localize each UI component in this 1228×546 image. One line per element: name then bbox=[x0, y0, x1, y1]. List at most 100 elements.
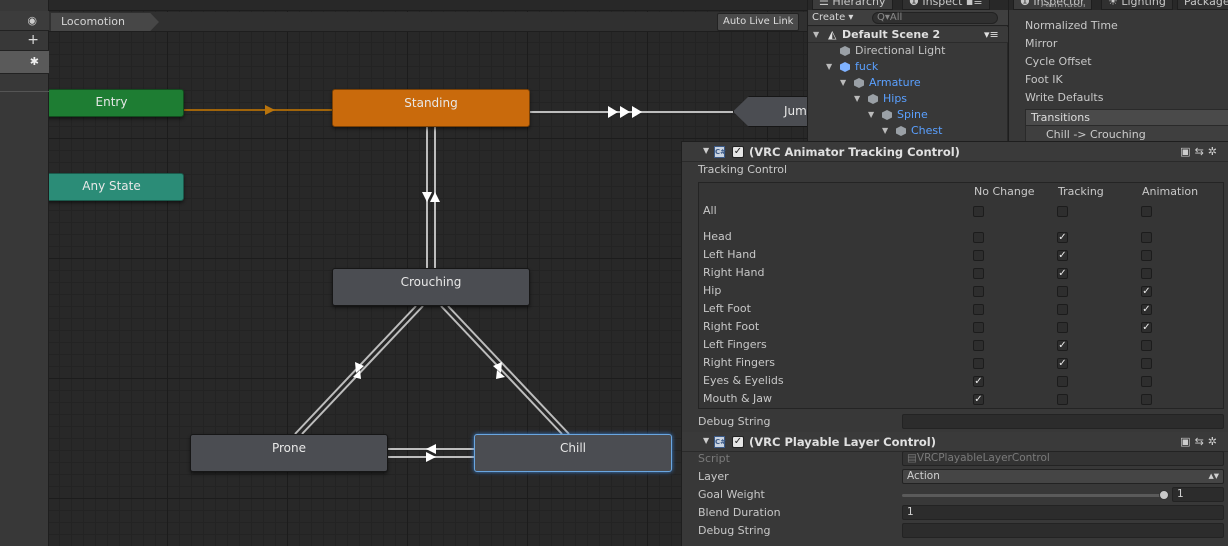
animation-checkbox[interactable]: ✓ bbox=[1141, 304, 1152, 315]
transitions-header: Transitions bbox=[1025, 109, 1228, 126]
hierarchy-panel: ☰ Hierarchy ❶ Inspect ▪≡ Create ▾ Q▾All … bbox=[807, 0, 1008, 141]
hierarchy-item[interactable]: ▼ fuck bbox=[808, 59, 1008, 75]
breadcrumb[interactable]: Locomotion bbox=[51, 13, 159, 31]
no-change-checkbox[interactable] bbox=[973, 286, 984, 297]
no-change-checkbox[interactable] bbox=[973, 232, 984, 243]
tab-inspector[interactable]: ❶ Inspector bbox=[1013, 0, 1092, 10]
hierarchy-tabbar: ☰ Hierarchy ❶ Inspect ▪≡ bbox=[808, 0, 1007, 10]
all-no-change-checkbox[interactable] bbox=[973, 206, 984, 217]
tab-hierarchy[interactable]: ☰ Hierarchy bbox=[812, 0, 893, 10]
animation-checkbox[interactable]: ✓ bbox=[1141, 286, 1152, 297]
expand-arrow-icon[interactable]: ▼ bbox=[854, 94, 861, 103]
state-label: Any State bbox=[82, 179, 141, 193]
hierarchy-item[interactable]: ▼ Hips bbox=[808, 91, 1008, 107]
goal-weight-field[interactable]: 1 bbox=[1172, 487, 1224, 502]
no-change-checkbox[interactable] bbox=[973, 268, 984, 279]
gear-icon[interactable]: ✱ bbox=[0, 50, 49, 74]
state-any-state[interactable]: Any State bbox=[49, 173, 184, 201]
tracking-checkbox[interactable] bbox=[1057, 322, 1068, 333]
property-foot-ik: Foot IK bbox=[1025, 73, 1063, 86]
debug-string-field[interactable] bbox=[902, 414, 1224, 429]
layer-dropdown[interactable]: Action▴▾ bbox=[902, 469, 1224, 484]
collapse-arrow-icon[interactable]: ▼ bbox=[703, 146, 710, 155]
no-change-checkbox[interactable] bbox=[973, 322, 984, 333]
breadcrumb-bar: Locomotion Auto Live Link bbox=[49, 12, 807, 32]
expand-arrow-icon[interactable]: ▼ bbox=[813, 30, 820, 39]
search-input[interactable]: Q▾All bbox=[872, 12, 998, 24]
component-enabled-checkbox[interactable]: ✓ bbox=[732, 436, 744, 448]
component-header-tracking[interactable]: ▼ C# ✓ (VRC Animator Tracking Control) ▣… bbox=[682, 142, 1228, 162]
no-change-checkbox[interactable] bbox=[973, 358, 984, 369]
no-change-checkbox[interactable]: ✓ bbox=[973, 394, 984, 405]
state-chill[interactable]: Chill bbox=[474, 434, 672, 472]
state-jump[interactable]: Jum bbox=[733, 96, 807, 127]
state-entry[interactable]: Entry bbox=[49, 89, 184, 117]
no-change-checkbox[interactable] bbox=[973, 304, 984, 315]
state-prone[interactable]: Prone bbox=[190, 434, 388, 472]
expand-arrow-icon[interactable]: ▼ bbox=[868, 110, 875, 119]
hierarchy-item-label: Directional Light bbox=[855, 44, 946, 57]
column-header-animation: Animation bbox=[1142, 185, 1199, 198]
state-standing[interactable]: Standing bbox=[332, 89, 530, 127]
scene-row[interactable]: ▼ ◭ Default Scene 2 ▾≡ bbox=[808, 27, 1008, 43]
all-animation-checkbox[interactable] bbox=[1141, 206, 1152, 217]
animation-checkbox[interactable] bbox=[1141, 232, 1152, 243]
animator-graph[interactable]: Locomotion Auto Live Link Entry Any Stat… bbox=[49, 0, 807, 546]
component-header-playable-layer[interactable]: ▼ C# ✓ (VRC Playable Layer Control) ▣⇆✲ bbox=[682, 432, 1228, 452]
layers-parameters-panel: ◉ + ✱ bbox=[0, 0, 49, 546]
expand-arrow-icon[interactable]: ▼ bbox=[826, 62, 833, 71]
tracking-checkbox[interactable]: ✓ bbox=[1057, 340, 1068, 351]
tab-package[interactable]: Package bbox=[1177, 0, 1228, 10]
row-label: Hip bbox=[703, 284, 722, 297]
animation-checkbox[interactable] bbox=[1141, 394, 1152, 405]
no-change-checkbox[interactable] bbox=[973, 250, 984, 261]
animation-checkbox[interactable] bbox=[1141, 250, 1152, 261]
expand-arrow-icon[interactable]: ▼ bbox=[882, 126, 889, 135]
animation-checkbox[interactable] bbox=[1141, 340, 1152, 351]
blend-duration-field[interactable]: 1 bbox=[902, 505, 1224, 520]
tracking-checkbox[interactable]: ✓ bbox=[1057, 358, 1068, 369]
expand-arrow-icon[interactable]: ▼ bbox=[840, 78, 847, 87]
hierarchy-item[interactable]: ▼ Chest bbox=[808, 123, 1008, 139]
animation-checkbox[interactable] bbox=[1141, 358, 1152, 369]
tracking-checkbox[interactable] bbox=[1057, 394, 1068, 405]
component-enabled-checkbox[interactable]: ✓ bbox=[732, 146, 744, 158]
scene-menu-icon[interactable]: ▾≡ bbox=[984, 28, 999, 41]
component-menu-icons[interactable]: ▣⇆✲ bbox=[1180, 145, 1221, 158]
component-menu-icons[interactable]: ▣⇆✲ bbox=[1180, 435, 1221, 448]
animation-checkbox[interactable] bbox=[1141, 268, 1152, 279]
hierarchy-item-label: fuck bbox=[855, 60, 879, 73]
goal-weight-slider[interactable] bbox=[902, 494, 1164, 497]
create-dropdown[interactable]: Create ▾ bbox=[812, 12, 854, 23]
add-button[interactable]: + bbox=[27, 32, 39, 48]
hierarchy-item[interactable]: ▼ Armature bbox=[808, 75, 1008, 91]
hierarchy-item[interactable]: Directional Light bbox=[808, 43, 1008, 59]
transition-item[interactable]: Chill -> Crouching bbox=[1025, 126, 1228, 141]
debug-string-field[interactable] bbox=[902, 523, 1224, 538]
animation-checkbox[interactable] bbox=[1141, 376, 1152, 387]
state-label: Standing bbox=[404, 96, 458, 110]
tracking-checkbox[interactable]: ✓ bbox=[1057, 250, 1068, 261]
tracking-checkbox[interactable]: ✓ bbox=[1057, 268, 1068, 279]
collapse-arrow-icon[interactable]: ▼ bbox=[703, 436, 710, 445]
tracking-table: No Change Tracking Animation All Head✓Le… bbox=[698, 182, 1224, 409]
goal-weight-slider-thumb[interactable] bbox=[1159, 490, 1169, 500]
row-label: Right Fingers bbox=[703, 356, 776, 369]
eye-icon[interactable]: ◉ bbox=[0, 11, 49, 31]
animation-checkbox[interactable]: ✓ bbox=[1141, 322, 1152, 333]
debug-string-label: Debug String bbox=[698, 415, 771, 428]
transition-prone-crouching bbox=[301, 305, 424, 435]
no-change-checkbox[interactable] bbox=[973, 340, 984, 351]
tab-lighting[interactable]: ☀ Lighting bbox=[1101, 0, 1173, 10]
tracking-checkbox[interactable] bbox=[1057, 376, 1068, 387]
state-crouching[interactable]: Crouching bbox=[332, 268, 530, 306]
tracking-checkbox[interactable] bbox=[1057, 304, 1068, 315]
tracking-checkbox[interactable] bbox=[1057, 286, 1068, 297]
tracking-checkbox[interactable]: ✓ bbox=[1057, 232, 1068, 243]
all-tracking-checkbox[interactable] bbox=[1057, 206, 1068, 217]
tab-inspector[interactable]: ❶ Inspect ▪≡ bbox=[902, 0, 990, 10]
row-label: Right Hand bbox=[703, 266, 765, 279]
hierarchy-item[interactable]: ▼ Spine bbox=[808, 107, 1008, 123]
no-change-checkbox[interactable]: ✓ bbox=[973, 376, 984, 387]
auto-live-link-button[interactable]: Auto Live Link bbox=[717, 13, 800, 31]
